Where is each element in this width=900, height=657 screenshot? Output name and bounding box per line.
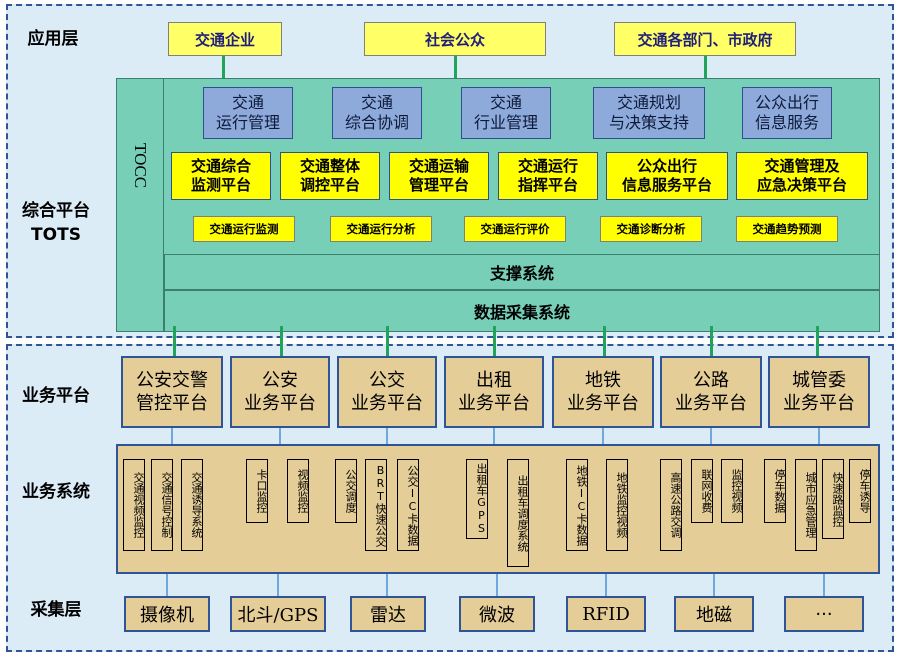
support-system-band: 支撑系统 <box>164 254 880 290</box>
subsystem-video: 视频监控 <box>287 459 309 523</box>
connector-line <box>166 574 168 596</box>
connector-line <box>602 428 604 444</box>
tier-label-collection: 采集层 <box>30 600 82 620</box>
collector-rfid: RFID <box>566 596 646 632</box>
tocc-column <box>116 78 164 332</box>
tier-label-business-system: 业务系统 <box>22 482 90 502</box>
connector-line <box>823 574 825 596</box>
subsystem-toll: 联网收费 <box>691 459 713 523</box>
biz-platform-bus: 公交 业务平台 <box>337 356 437 428</box>
subsystem-expressway: 快速路监控 <box>822 459 844 539</box>
platform-regulation: 交通整体 调控平台 <box>280 152 380 200</box>
platform-public-info: 公众出行 信息服务平台 <box>606 152 728 200</box>
app-box-public: 社会公众 <box>364 22 546 56</box>
biz-platform-metro: 地铁 业务平台 <box>552 356 654 428</box>
subsystem-checkpoint: 卡口监控 <box>246 459 268 523</box>
biz-platform-traffic-police: 公安交警 管控平台 <box>121 356 223 428</box>
tier-label-tots-line1: 综合平台 <box>22 201 90 221</box>
func-diagnosis: 交通诊断分析 <box>600 216 702 242</box>
platform-command: 交通运行 指挥平台 <box>498 152 598 200</box>
biz-platform-taxi: 出租 业务平台 <box>444 356 544 428</box>
subsystem-signal-control: 交通信号控制 <box>151 459 173 551</box>
function-box-industry: 交通 行业管理 <box>461 87 551 139</box>
platform-emergency: 交通管理及 应急决策平台 <box>736 152 868 200</box>
collector-microwave: 微波 <box>459 596 535 632</box>
data-collection-label: 数据采集系统 <box>473 303 570 322</box>
connector-line <box>710 326 713 356</box>
subsystem-taxi-gps: 出租车GPS <box>466 459 488 539</box>
subsystem-bus-dispatch: 公交调度 <box>335 459 357 523</box>
connector-line <box>710 428 712 444</box>
function-box-planning: 交通规划 与决策支持 <box>593 87 705 139</box>
connector-line <box>279 428 281 444</box>
connector-line <box>454 56 457 78</box>
connector-line <box>386 428 388 444</box>
tier-label-tots-line2: TOTS <box>31 225 81 245</box>
connector-line <box>818 428 820 444</box>
connector-line <box>280 326 283 356</box>
biz-platform-highway: 公路 业务平台 <box>660 356 762 428</box>
tier-label-application: 应用层 <box>27 29 79 49</box>
platform-monitoring: 交通综合 监测平台 <box>171 152 271 200</box>
connector-line <box>496 574 498 596</box>
connector-line <box>171 428 173 444</box>
connector-line <box>173 326 176 356</box>
subsystem-bus-ic-card: 公交IC卡数据 <box>397 459 419 551</box>
subsystem-parking-data: 停车数据 <box>764 459 786 523</box>
func-forecast: 交通趋势预测 <box>736 216 838 242</box>
func-monitoring: 交通运行监测 <box>193 216 295 242</box>
collector-geomagnetic: 地磁 <box>674 596 754 632</box>
connector-line <box>386 326 389 356</box>
connector-line <box>277 574 279 596</box>
app-box-enterprise: 交通企业 <box>168 22 282 56</box>
func-evaluation: 交通运行评价 <box>464 216 566 242</box>
connector-line <box>603 326 606 356</box>
collector-radar: 雷达 <box>350 596 426 632</box>
subsystem-guidance: 交通诱导系统 <box>181 459 203 551</box>
subsystem-metro-ic-card: 地铁IC卡数据 <box>566 459 588 551</box>
connector-line <box>704 56 707 78</box>
subsystem-brt: BRT快速公交 <box>365 459 387 551</box>
tocc-label: TOCC <box>116 78 164 254</box>
subsystem-emergency: 城市应急管理 <box>795 459 817 551</box>
subsystem-video-monitoring: 交通视频监控 <box>123 459 145 551</box>
biz-platform-public-security: 公安 业务平台 <box>230 356 330 428</box>
subsystem-metro-video: 地铁监控视频 <box>606 459 628 551</box>
function-box-operation: 交通 运行管理 <box>203 87 293 139</box>
collector-camera: 摄像机 <box>124 596 210 632</box>
function-box-coordination: 交通 综合协调 <box>332 87 422 139</box>
biz-platform-urban-management: 城管委 业务平台 <box>768 356 870 428</box>
business-system-container <box>116 444 880 574</box>
connector-line <box>605 574 607 596</box>
subsystem-highway-survey: 高速公路交调 <box>660 459 682 551</box>
connector-line <box>713 574 715 596</box>
collector-more: ··· <box>784 596 864 632</box>
function-box-public-info: 公众出行 信息服务 <box>742 87 832 139</box>
connector-line <box>493 326 496 356</box>
connector-line <box>816 326 819 356</box>
subsystem-parking-guidance: 停车诱导 <box>849 459 871 523</box>
collector-beidou-gps: 北斗/GPS <box>230 596 326 632</box>
platform-transport-management: 交通运输 管理平台 <box>389 152 489 200</box>
data-collection-band: 数据采集系统 <box>164 290 880 332</box>
tocc-text: TOCC <box>131 143 150 189</box>
tier-label-business-platform: 业务平台 <box>22 386 90 406</box>
support-system-label: 支撑系统 <box>489 264 554 283</box>
app-box-government: 交通各部门、市政府 <box>614 22 796 56</box>
subsystem-taxi-dispatch: 出租车调度系统 <box>507 459 529 567</box>
connector-line <box>493 428 495 444</box>
connector-line <box>386 574 388 596</box>
subsystem-monitoring-video: 监控视频 <box>721 459 743 523</box>
func-analysis: 交通运行分析 <box>330 216 432 242</box>
connector-line <box>222 56 225 78</box>
